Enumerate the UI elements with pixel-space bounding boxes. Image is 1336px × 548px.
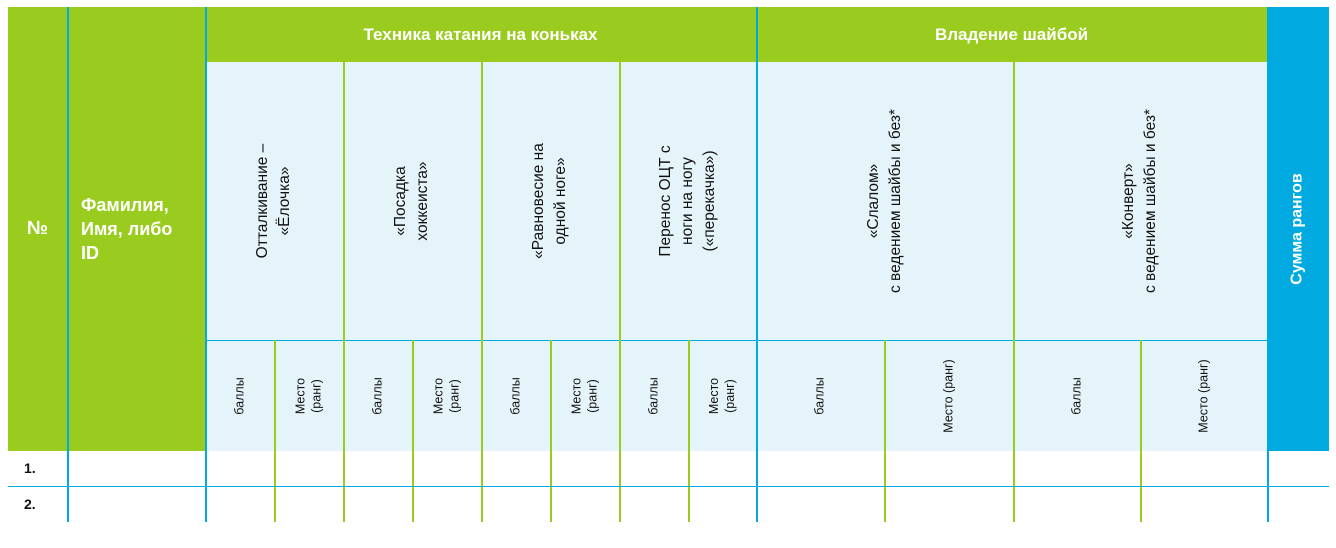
row-1-number: 1. (24, 460, 36, 476)
sub-score-1: баллы (232, 376, 247, 415)
col-sep-ex3 (619, 62, 621, 522)
col-sep-sub4 (688, 340, 690, 522)
col-sep-num (67, 7, 69, 522)
sub-score-5: баллы (813, 376, 827, 415)
sub-header-divider (205, 340, 1267, 341)
sub-place-2: Место (ранг) (431, 377, 462, 414)
exercise-2-wrap: «Посадка хоккеиста» (343, 62, 481, 340)
exercise-header-area (205, 62, 1267, 451)
sub-place-4: Место (ранг) (707, 377, 737, 414)
sub-score-3: баллы (508, 376, 523, 415)
exercise-6-wrap: «Конверт» с ведением шайбы и без* (1013, 62, 1267, 340)
group-header-skating: Техника катания на коньках (205, 7, 756, 62)
col-sep-sum (1267, 7, 1269, 522)
col-sep-sub5 (884, 340, 886, 522)
exercise-3-wrap: «Равновесие на одной ноге» (481, 62, 619, 340)
sub-score-2: баллы (370, 376, 385, 415)
exercise-6-label: «Конверт» с ведением шайбы и без* (1120, 109, 1159, 293)
col-sep-group (756, 7, 758, 522)
exercise-4-wrap: Перенос ОЦТ с ноги на ногу («перекачка») (619, 62, 757, 340)
group-header-skating-label: Техника катания на коньках (363, 24, 598, 44)
col-sep-sub3 (550, 340, 552, 522)
row-2-number: 2. (24, 496, 36, 512)
exercise-3-label: «Равновесие на одной ноге» (530, 143, 569, 259)
sub-place-6: Место (ранг) (1196, 358, 1211, 433)
row-line-1 (8, 486, 1329, 487)
col-sep-ex5 (1013, 62, 1015, 522)
exercise-2-label: «Посадка хоккеиста» (392, 161, 431, 241)
exercise-1-wrap: Отталкивание – «Ёлочка» (205, 62, 343, 340)
header-name-cell: Фамилия, Имя, либо ID (67, 7, 205, 451)
group-header-puck: Владение шайбой (756, 7, 1267, 62)
col-sep-ex2 (481, 62, 483, 522)
exercise-4-label: Перенос ОЦТ с ноги на ногу («перекачка») (657, 145, 718, 257)
col-sep-sub1 (274, 340, 276, 522)
sub-place-5: Место (ранг) (941, 358, 956, 433)
header-sum-cell (1267, 7, 1329, 451)
group-header-puck-label: Владение шайбой (934, 24, 1089, 44)
header-number-cell: № (8, 7, 67, 451)
col-sep-sub6 (1140, 340, 1142, 522)
col-sep-ex1 (343, 62, 345, 522)
col-sep-name (205, 7, 207, 522)
header-sum: Сумма рангов (1289, 173, 1307, 285)
exercise-5-wrap: «Слалом» с ведением шайбы и без* (756, 62, 1013, 340)
sub-place-1: Место (ранг) (293, 377, 324, 414)
header-number: № (26, 218, 49, 239)
exercise-1-label: Отталкивание – «Ёлочка» (254, 143, 293, 259)
exercise-5-label: «Слалом» с ведением шайбы и без* (864, 109, 904, 293)
col-sep-sub2 (412, 340, 414, 522)
sub-score-4: баллы (646, 376, 661, 415)
sub-score-6: баллы (1069, 376, 1084, 415)
sub-place-3: Место (ранг) (569, 377, 600, 414)
header-sum-wrap: Сумма рангов (1267, 7, 1329, 451)
header-name: Фамилия, Имя, либо ID (81, 195, 173, 263)
